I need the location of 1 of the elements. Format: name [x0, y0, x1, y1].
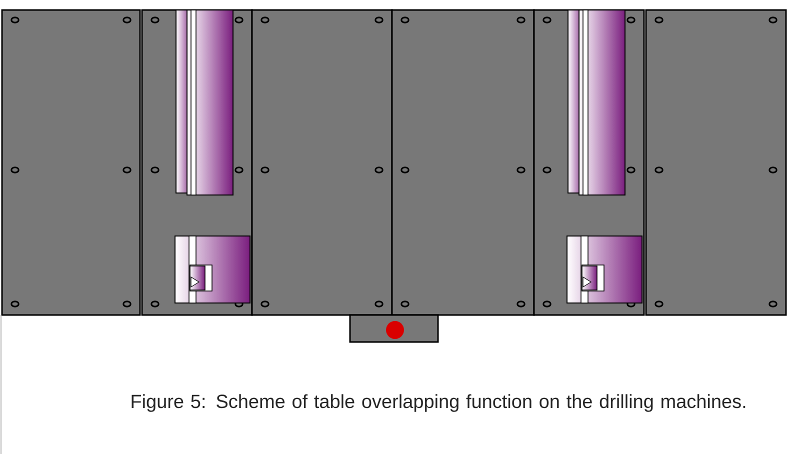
caption: Figure 5: Scheme of table overlapping function on the drilling machines. [132, 394, 746, 412]
